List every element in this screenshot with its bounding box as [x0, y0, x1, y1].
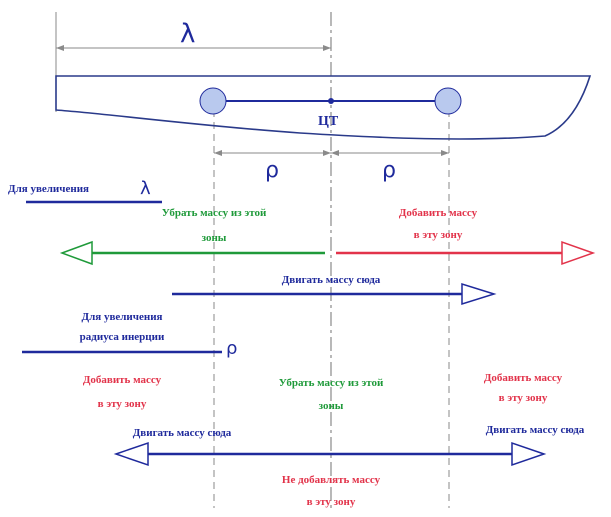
lambda-section-heading: Для увеличения	[8, 183, 89, 195]
radius-no-add-line2: в эту зону	[307, 496, 356, 508]
remove-mass-arrow-head	[59, 240, 93, 266]
rho-arrow-left-start	[214, 150, 222, 156]
right-mass-ball	[434, 87, 462, 115]
move-mass-arrow-head	[461, 282, 497, 306]
radius-section-heading-line2: радиуса инерции	[80, 331, 165, 343]
lambda-add-zone-line1: Добавить массу	[399, 207, 478, 219]
radius-remove-middle-line2: зоны	[319, 400, 344, 412]
radius-add-left-line2: в эту зону	[98, 398, 147, 410]
radius-add-left-line1: Добавить массу	[83, 374, 162, 386]
lambda-move-mass-label: Двигать массу сюда	[282, 274, 381, 286]
lambda-arrow-right	[323, 45, 331, 51]
rho-right-symbol: ρ	[382, 158, 396, 183]
lambda-remove-zone-line1: Убрать массу из этой	[162, 207, 267, 219]
lambda-arrow-left	[56, 45, 64, 51]
lambda-section-symbol: λ	[140, 178, 151, 199]
rho-arrow-left-end	[323, 150, 331, 156]
rho-left-symbol: ρ	[265, 158, 279, 183]
radius-move-right-label: Двигать массу сюда	[486, 424, 585, 436]
radius-remove-middle-line1: Убрать массу из этой	[279, 377, 384, 389]
lambda-remove-zone-line2: зоны	[202, 232, 227, 244]
add-mass-arrow-head	[561, 240, 596, 266]
radius-add-right-line1: Добавить массу	[484, 372, 563, 384]
radius-section-symbol: ρ	[226, 338, 237, 359]
rho-arrow-right-start	[331, 150, 339, 156]
lambda-add-zone-line2: в эту зону	[414, 229, 463, 241]
radius-no-add-line1: Не добавлять массу	[282, 474, 381, 486]
radius-move-arrow-head-left	[113, 441, 149, 467]
radius-move-arrow-head-right	[511, 441, 547, 467]
lambda-symbol: λ	[180, 19, 195, 49]
radius-add-right-line2: в эту зону	[499, 392, 548, 404]
radius-move-left-label: Двигать массу сюда	[133, 427, 232, 439]
hull-outline	[55, 75, 592, 140]
radius-section-heading-line1: Для увеличения	[82, 311, 163, 323]
rho-arrow-right-end	[441, 150, 449, 156]
cg-point	[328, 98, 334, 104]
left-mass-ball	[199, 87, 227, 115]
cg-label: ЦТ	[318, 114, 339, 129]
